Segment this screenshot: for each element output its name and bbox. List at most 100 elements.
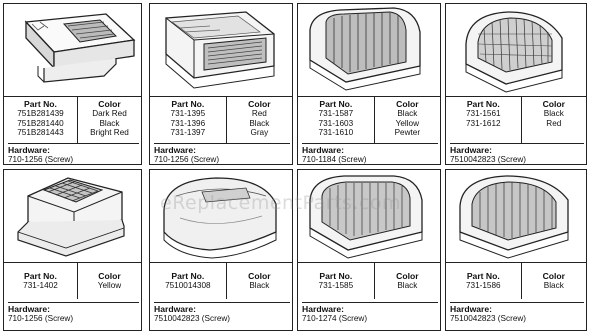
hardware-section: Hardware: 7510042823 (Screw) <box>154 302 290 324</box>
part-number: 731-1395 <box>170 109 206 118</box>
shroud-with-louvered-front-icon <box>298 4 440 96</box>
part-number-column: Part No. 7510014308 <box>150 263 227 299</box>
part-number: 731-1396 <box>170 118 206 128</box>
color-column: Color Yellow <box>78 263 141 299</box>
part-number: 731-1585 <box>318 281 354 290</box>
part-no-header: Part No. <box>24 271 57 281</box>
part-number-column: Part No. 731-1587 731-1603 731-1610 <box>298 97 375 144</box>
part-number: 751B281443 <box>17 128 64 138</box>
part-card-7: Part No. 731-1585 Color Black Hardware: … <box>297 169 441 331</box>
hardware-label: Hardware: <box>302 145 345 155</box>
part-color: Black <box>543 109 564 118</box>
part-table: Part No. 7510014308 Color Black <box>150 262 292 299</box>
hardware-value: 7510042823 (Screw) <box>450 314 527 323</box>
hardware-value: 710-1256 (Screw) <box>8 314 74 323</box>
part-number: 751B281440 <box>17 118 64 128</box>
color-header: Color <box>248 99 271 109</box>
part-card-4: Part No. 731-1561 731-1612 Color Black R… <box>445 3 587 165</box>
shroud-with-domed-grille-icon <box>446 170 586 262</box>
part-color: Black <box>543 281 564 290</box>
part-color: Yellow <box>395 118 420 128</box>
color-column: Color Red Black Gray <box>227 97 292 144</box>
part-card-6: Part No. 7510014308 Color Black Hardware… <box>149 169 293 331</box>
hardware-section: Hardware: 7510042823 (Screw) <box>450 143 584 164</box>
part-no-header: Part No. <box>319 271 353 281</box>
hardware-value: 710-1184 (Screw) <box>302 155 367 164</box>
color-header: Color <box>542 271 566 281</box>
part-color: Black <box>397 281 418 290</box>
hardware-value: 710-1256 (Screw) <box>8 155 74 164</box>
part-no-header: Part No. <box>466 99 500 109</box>
shroud-with-vent-panel-icon <box>150 4 292 96</box>
part-color: Black <box>249 118 270 128</box>
part-card-2: Part No. 731-1395 731-1396 731-1397 Colo… <box>149 3 293 165</box>
part-color: Dark Red <box>92 109 127 118</box>
part-no-header: Part No. <box>171 99 205 109</box>
hardware-label: Hardware: <box>450 145 493 155</box>
hardware-label: Hardware: <box>154 145 197 155</box>
hardware-value: 710-1256 (Screw) <box>154 155 220 164</box>
part-number: 731-1586 <box>465 281 501 290</box>
hardware-label: Hardware: <box>154 304 197 314</box>
part-no-header: Part No. <box>466 271 500 281</box>
part-table: Part No. 731-1586 Color Black <box>446 262 586 299</box>
hardware-value: 710-1274 (Screw) <box>302 314 368 323</box>
part-number-column: Part No. 731-1586 <box>446 263 522 299</box>
smooth-dome-shroud-icon <box>150 170 292 262</box>
color-column: Color Dark Red Black Bright Red <box>78 97 141 144</box>
part-card-3: Part No. 731-1587 731-1603 731-1610 Colo… <box>297 3 441 165</box>
color-header: Color <box>542 99 566 109</box>
part-no-header: Part No. <box>319 99 353 109</box>
part-number: 731-1612 <box>465 118 501 128</box>
part-number: 731-1610 <box>318 128 354 138</box>
hardware-section: Hardware: 710-1256 (Screw) <box>8 302 139 324</box>
hardware-label: Hardware: <box>302 304 345 314</box>
part-no-header: Part No. <box>171 271 205 281</box>
part-table: Part No. 731-1561 731-1612 Color Black R… <box>446 96 586 144</box>
hardware-label: Hardware: <box>450 304 493 314</box>
color-header: Color <box>98 99 121 109</box>
shroud-with-grille-cover-icon <box>4 4 141 96</box>
part-number: 731-1603 <box>318 118 354 128</box>
part-card-1: Part No. 751B281439 751B281440 751B28144… <box>3 3 142 165</box>
part-number: 7510014308 <box>165 281 211 290</box>
part-no-header: Part No. <box>24 99 57 109</box>
color-column: Color Black <box>375 263 440 299</box>
part-table: Part No. 731-1395 731-1396 731-1397 Colo… <box>150 96 292 144</box>
part-card-8: Part No. 731-1586 Color Black Hardware: … <box>445 169 587 331</box>
hardware-label: Hardware: <box>8 145 51 155</box>
color-header: Color <box>248 271 271 281</box>
color-column: Color Black Red <box>522 97 586 144</box>
part-number: 731-1561 <box>465 109 501 118</box>
shroud-with-framed-grille-icon <box>298 170 440 262</box>
color-header: Color <box>98 271 121 281</box>
part-number-column: Part No. 731-1402 <box>4 263 78 299</box>
hardware-section: Hardware: 710-1274 (Screw) <box>302 302 438 324</box>
hardware-section: Hardware: 710-1256 (Screw) <box>154 143 290 164</box>
part-color: Red <box>546 118 562 128</box>
part-table: Part No. 731-1585 Color Black <box>298 262 440 299</box>
part-number: 751B281439 <box>17 109 64 118</box>
part-table: Part No. 731-1587 731-1603 731-1610 Colo… <box>298 96 440 144</box>
hardware-value: 7510042823 (Screw) <box>450 155 527 164</box>
hardware-section: Hardware: 7510042823 (Screw) <box>450 302 584 324</box>
hardware-label: Hardware: <box>8 304 51 314</box>
shroud-with-arched-grille-icon <box>446 4 586 96</box>
hardware-value: 7510042823 (Screw) <box>154 314 231 323</box>
color-column: Color Black <box>227 263 292 299</box>
shroud-with-grid-vent-icon <box>4 170 141 262</box>
part-number-column: Part No. 731-1561 731-1612 <box>446 97 522 144</box>
part-color: Pewter <box>394 128 421 138</box>
part-number: 731-1587 <box>318 109 354 118</box>
part-table: Part No. 751B281439 751B281440 751B28144… <box>4 96 141 144</box>
part-color: Red <box>251 109 267 118</box>
part-table: Part No. 731-1402 Color Yellow <box>4 262 141 299</box>
part-color: Yellow <box>97 281 122 290</box>
part-number-column: Part No. 751B281439 751B281440 751B28144… <box>4 97 78 144</box>
hardware-section: Hardware: 710-1256 (Screw) <box>8 143 139 164</box>
part-color: Black <box>397 109 418 118</box>
part-card-5: Part No. 731-1402 Color Yellow Hardware:… <box>3 169 142 331</box>
part-color: Bright Red <box>90 128 129 138</box>
part-color: Gray <box>250 128 269 138</box>
